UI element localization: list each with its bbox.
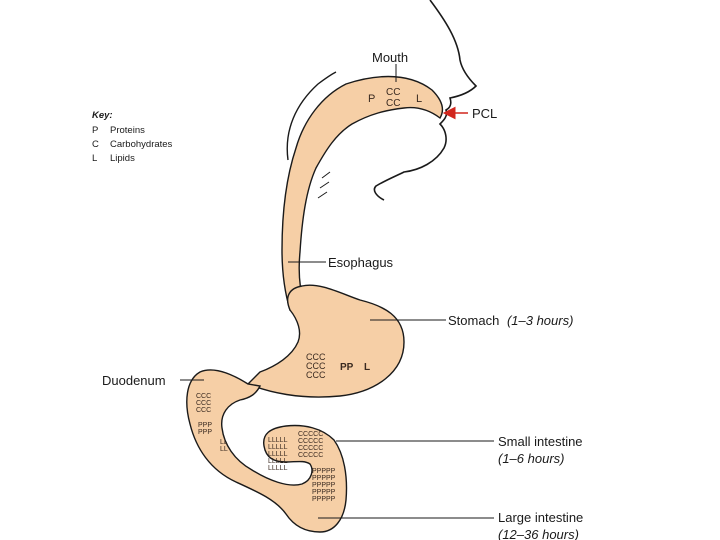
large-intestine-label: Large intestine (498, 510, 583, 525)
stomach-nutrient-c3: CCC (306, 370, 326, 380)
mouth-label: Mouth (372, 50, 408, 65)
duodenum-nutrient-p1: PPP (198, 422, 212, 429)
si-nutrient-p3: PPPPP (312, 482, 336, 489)
neck-outline (286, 71, 337, 161)
si-nutrient-c4: CCCCC (298, 452, 323, 459)
si-nutrient-l3: LLLLL (268, 451, 288, 458)
si-nutrient-l2: LLLLL (268, 444, 288, 451)
oral-cavity-esophagus (281, 75, 444, 311)
stomach-nutrient-l: L (364, 362, 370, 373)
key-title: Key: (92, 110, 113, 121)
si-nutrient-c3: CCCCC (298, 445, 323, 452)
stomach-time: (1–3 hours) (507, 313, 573, 328)
si-nutrient-p2: PPPPP (312, 475, 336, 482)
stomach-nutrient-p: PP (340, 362, 354, 373)
stomach-nutrient-c2: CCC (306, 361, 326, 371)
throat-ridges (317, 171, 331, 199)
key-text-proteins: Proteins (110, 125, 145, 136)
si-nutrient-l5: LLLLL (268, 465, 288, 472)
duodenum-nutrient-c2: CCC (196, 400, 211, 407)
key-letter-l: L (92, 153, 97, 164)
mouth-nutrient-c2: CC (386, 98, 400, 109)
si-nutrient-p4: PPPPP (312, 489, 336, 496)
mouth-nutrient-p: P (368, 93, 375, 105)
si-nutrient-l1: LLLLL (268, 437, 288, 444)
large-intestine-time: (12–36 hours) (498, 527, 579, 540)
pcl-label: PCL (472, 106, 497, 121)
si-nutrient-l4: LLLLL (268, 458, 288, 465)
small-intestine-label: Small intestine (498, 434, 583, 449)
intestine-shape (186, 369, 348, 533)
mouth-nutrient-l: L (416, 93, 422, 105)
stomach-nutrient-c1: CCC (306, 352, 326, 362)
si-nutrient-c2: CCCCC (298, 438, 323, 445)
key-letter-c: C (92, 139, 99, 150)
si-nutrient-p1: PPPPP (312, 468, 336, 475)
duodenum-nutrient-l1: LL (220, 439, 228, 446)
stomach-label: Stomach (1–3 hours) (448, 313, 573, 328)
si-nutrient-c1: CCCCC (298, 431, 323, 438)
duodenum-label: Duodenum (102, 373, 166, 388)
key-text-carbohydrates: Carbohydrates (110, 139, 173, 150)
small-intestine-time: (1–6 hours) (498, 451, 564, 466)
duodenum-nutrient-c1: CCC (196, 393, 211, 400)
duodenum-nutrient-p2: PPP (198, 429, 212, 436)
esophagus-label: Esophagus (328, 255, 394, 270)
stomach-shape (246, 284, 405, 398)
si-nutrient-p5: PPPPP (312, 496, 336, 503)
mouth-nutrient-c1: CC (386, 87, 400, 98)
key-text-lipids: Lipids (110, 153, 135, 164)
key-letter-p: P (92, 125, 98, 136)
duodenum-nutrient-c3: CCC (196, 407, 211, 414)
duodenum-nutrient-l2: LL (220, 446, 228, 453)
